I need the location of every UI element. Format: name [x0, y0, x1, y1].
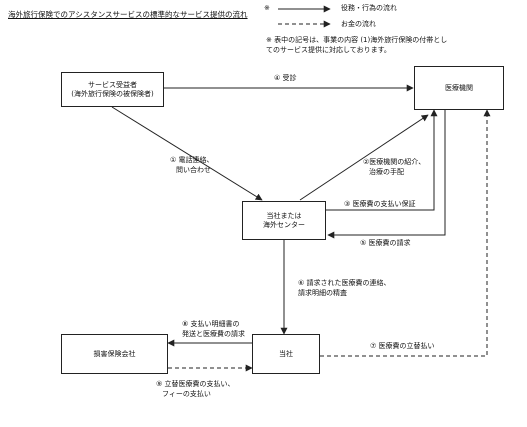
arrow-payment-guarantee: [326, 109, 438, 211]
label-reimbursement-line2: フィーの支払い: [162, 390, 211, 398]
node-hospital-label: 医療機関: [445, 83, 473, 92]
label-statement-request-line1: ⑧ 支払い明細書の: [182, 320, 240, 328]
legend-dashed-label: お金の流れ: [341, 20, 376, 28]
arrow-medical-bill: [327, 110, 446, 239]
node-service-beneficiary: サービス受益者 (海外旅行保険の被保険者): [61, 72, 164, 107]
node-customer-line1: サービス受益者: [88, 80, 137, 89]
arrow-advance-payment: [320, 109, 491, 357]
node-customer-line2: (海外旅行保険の被保険者): [71, 89, 154, 98]
node-insurer-label: 損害保険会社: [93, 349, 136, 358]
label-consultation: ④ 受診: [274, 74, 297, 82]
label-payment-guarantee: ③ 医療費の支払い保証: [344, 200, 416, 208]
node-center-line2: 海外センター: [263, 220, 305, 229]
node-center-line1: 当社または: [266, 211, 302, 220]
label-reimbursement-line1: ⑨ 立替医療費の支払い、: [156, 380, 235, 388]
label-statement-request-line2: 発送と医療費の請求: [182, 330, 245, 338]
legend-marker: ※: [264, 4, 270, 12]
label-medical-bill: ⑤ 医療費の請求: [360, 239, 411, 247]
label-bill-notification-line1: ⑥ 請求された医療費の連絡、: [298, 279, 391, 287]
node-our-company: 当社: [252, 334, 320, 374]
label-phone-contact-line2: 問い合わせ: [176, 166, 211, 174]
arrow-phone-contact: [111, 106, 263, 201]
node-insurance-company: 損害保険会社: [61, 334, 168, 374]
node-company-label: 当社: [279, 349, 293, 358]
arrow-hospital-referral: [299, 114, 429, 201]
node-overseas-center: 当社または 海外センター: [242, 201, 326, 240]
node-hospital: 医療機関: [414, 66, 504, 110]
label-hospital-referral-line1: ②医療機関の紹介、: [363, 158, 426, 166]
legend-note-line1: ※ 表中の記号は、事業の内容 (1)海外旅行保険の付帯とし: [266, 36, 448, 44]
diagram-title: 海外旅行保険でのアシスタンスサービスの標準的なサービス提供の流れ: [8, 10, 248, 19]
label-bill-notification-line2: 請求明細の精査: [298, 289, 347, 297]
label-hospital-referral-line2: 治療の手配: [369, 168, 404, 176]
legend-note-line2: てのサービス提供に対応しております。: [266, 46, 391, 54]
label-advance-payment: ⑦ 医療費の立替払い: [370, 342, 435, 350]
label-phone-contact-line1: ① 電話連絡、: [170, 156, 214, 164]
legend-solid-label: 役務・行為の流れ: [341, 4, 397, 12]
